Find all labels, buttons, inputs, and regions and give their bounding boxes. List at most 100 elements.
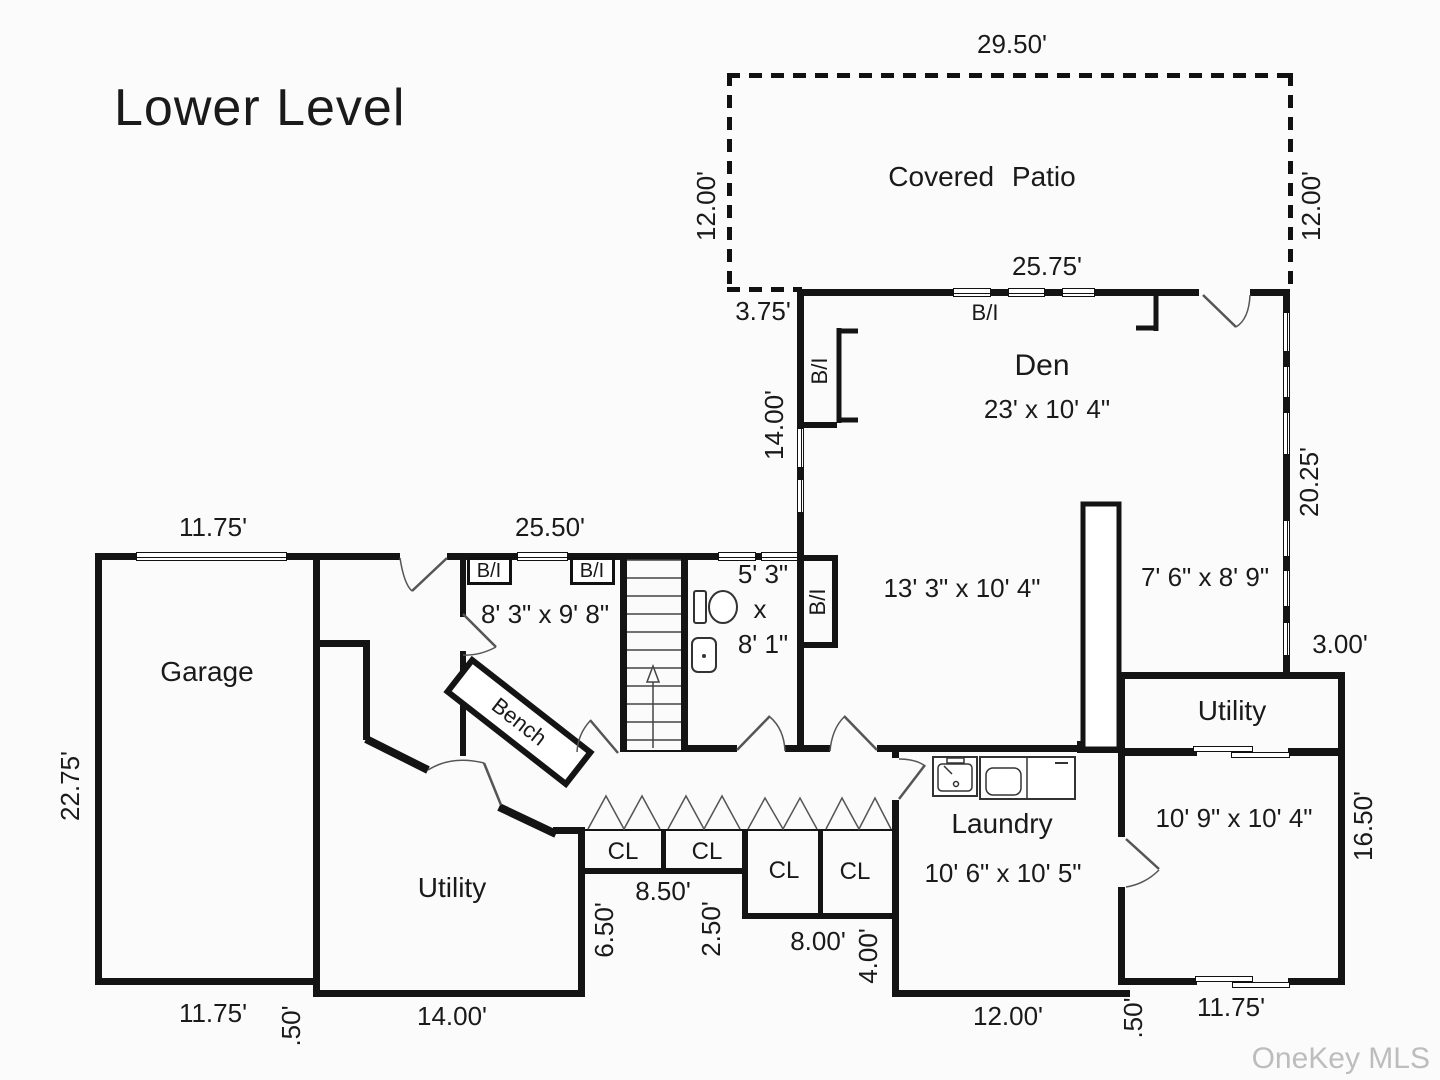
wall: [1283, 398, 1290, 412]
utility-right-wall: [578, 827, 585, 997]
dim-patio-right: 12.00': [1296, 170, 1326, 242]
den-right-window: [1283, 412, 1290, 455]
patio-outline-right: [1288, 73, 1293, 291]
wall: [1283, 352, 1290, 366]
wall: [797, 468, 804, 479]
closet-label: CL: [839, 858, 871, 885]
den-left-window: [797, 428, 804, 468]
builtin-label: B/I: [807, 357, 832, 385]
dim-250: 2.50': [696, 901, 726, 957]
wall: [568, 553, 718, 560]
dim-den-right: 20.25': [1294, 446, 1324, 518]
wall: [553, 827, 585, 834]
den-left-wall: [797, 289, 804, 428]
dim-garage-height: 22.75': [55, 750, 85, 822]
room-label-den: Den: [1014, 349, 1070, 382]
wall: [687, 745, 737, 752]
builtin-label: B/I: [579, 560, 605, 582]
dim-main-width: 25.50': [514, 512, 586, 542]
den-top-wall: [797, 289, 953, 296]
room-label-covered-patio: Covered Patio: [888, 161, 1076, 192]
watermark: OneKey MLS: [1251, 1042, 1430, 1075]
divider-wall: [1118, 887, 1125, 985]
den-right-window: [1283, 520, 1290, 557]
dim-patio-left: 12.00': [691, 170, 721, 242]
builtin-box: [570, 557, 615, 585]
stair-wall: [620, 553, 627, 752]
dim-utility-bottom: 14.00': [416, 1001, 488, 1031]
dim-garage-bottom: 11.75': [178, 998, 248, 1028]
bath-dim-h: 8' 1": [737, 629, 789, 659]
dim-650: 6.50': [589, 902, 619, 958]
utility-top-wall: [1118, 672, 1345, 679]
builtin-label: B/I: [805, 588, 830, 616]
wall: [991, 289, 1008, 296]
wall: [1288, 748, 1343, 756]
dim-laundry-bottom: 12.00': [972, 1001, 1044, 1031]
sliding-window: [1193, 746, 1253, 752]
dim-storage-bottom: 11.75': [1196, 992, 1266, 1022]
wall: [877, 745, 899, 752]
closet-front-line: [585, 829, 893, 831]
sliding-window: [1231, 752, 1290, 758]
bath-window: [718, 552, 756, 561]
wall: [756, 553, 761, 560]
closet-label: CL: [768, 857, 800, 884]
laundry-top-wall: [899, 745, 1077, 752]
dim-garage-width: 11.75': [178, 512, 248, 542]
closet-wall: [661, 830, 666, 874]
room-label-utility-right: Utility: [1197, 695, 1267, 726]
builtin-label: B/I: [971, 300, 999, 325]
dim-400: 4.00': [853, 928, 883, 984]
bath-left-wall: [681, 553, 688, 752]
den-top-window: [1062, 288, 1095, 297]
wall: [797, 513, 804, 559]
den-right-wall: [1283, 289, 1290, 312]
dim-patio-offset: 3.75': [735, 296, 791, 326]
closet-label: CL: [607, 838, 639, 865]
dim-jog-left: .50': [276, 1005, 306, 1047]
den-left-window: [797, 479, 804, 513]
room-label-laundry: Laundry: [951, 808, 1053, 839]
storage-bottom-wall: [1118, 978, 1197, 985]
area-size-right: 7' 6" x 8' 9": [1140, 562, 1270, 592]
laundry-left-wall: [892, 752, 899, 758]
wall: [1283, 656, 1290, 679]
wall: [797, 422, 837, 428]
patio-outline-left: [727, 73, 732, 291]
wall: [785, 745, 830, 752]
closet-wall: [742, 913, 899, 919]
room-size-den: 23' x 10' 4": [983, 394, 1111, 424]
sliding-window: [1195, 976, 1253, 982]
closet-wall: [818, 830, 823, 918]
garage-left-wall: [95, 553, 102, 985]
room-size-mudroom: 8' 3" x 9' 8": [480, 599, 610, 629]
dim-850: 8.50': [635, 876, 691, 906]
room-size-laundry: 10' 6" x 10' 5": [924, 858, 1082, 888]
storage-bottom-wall: [1288, 978, 1345, 985]
patio-outline-top: [727, 73, 1293, 78]
garage-right-wall: [313, 553, 320, 997]
right-wall: [1338, 672, 1345, 985]
mudroom-window: [517, 552, 568, 561]
den-right-window: [1283, 622, 1290, 656]
dim-storage-height: 16.50': [1348, 790, 1378, 862]
bath-dim-w: 5' 3": [737, 559, 789, 589]
wall: [363, 640, 370, 740]
dim-patio-width: 29.50': [976, 29, 1048, 59]
wall: [287, 553, 400, 560]
utility-bottom-wall: [313, 990, 585, 997]
dim-den-left: 14.00': [759, 389, 789, 461]
stair-edge: [620, 750, 687, 752]
laundry-bottom-wall: [892, 990, 1130, 997]
garage-bottom-wall: [95, 978, 320, 985]
wall: [313, 640, 370, 647]
bath-right-wall: [797, 553, 804, 752]
room-label-utility-left: Utility: [417, 872, 487, 903]
builtin-label: B/I: [476, 560, 502, 582]
patio-outline-bottom: [727, 287, 802, 292]
dim-offset-3: 3.00': [1312, 629, 1368, 659]
room-size-storage: 10' 9" x 10' 4": [1155, 803, 1313, 833]
wall: [1095, 289, 1199, 296]
